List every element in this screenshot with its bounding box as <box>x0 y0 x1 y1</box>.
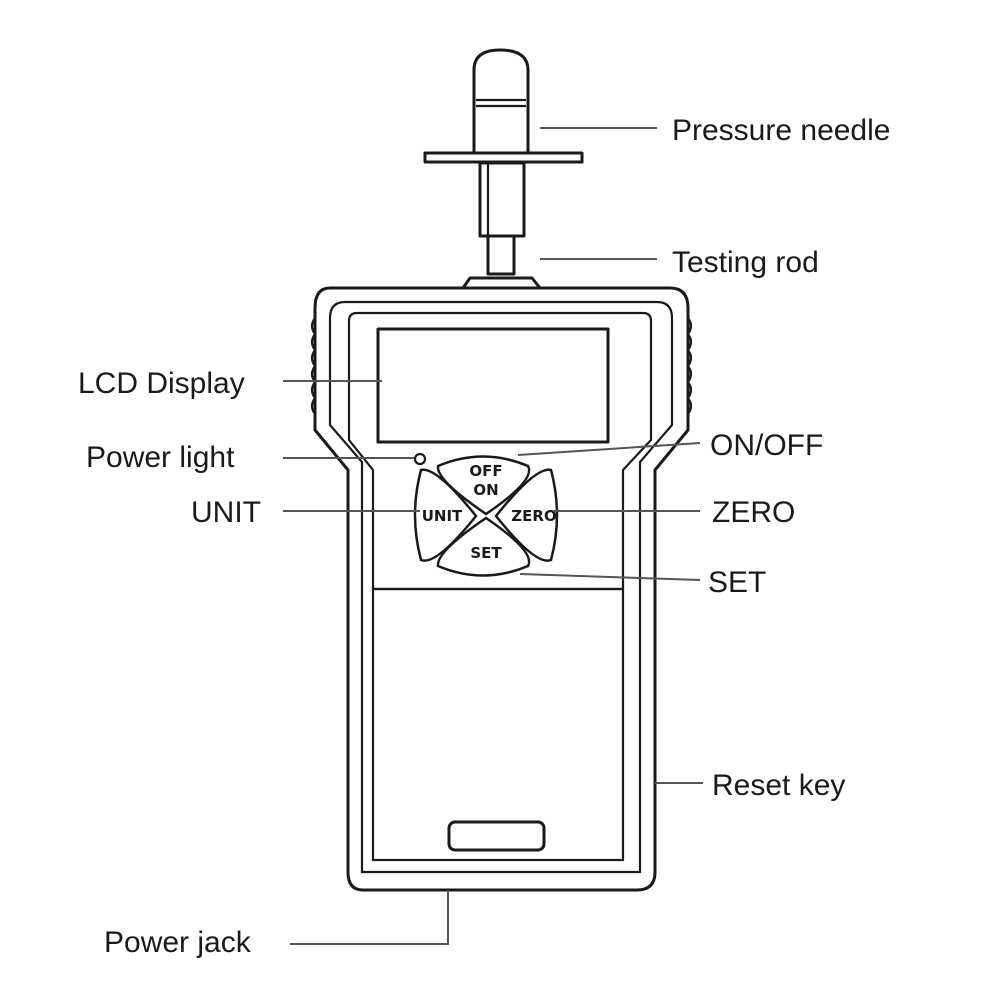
zero-button-text: ZERO <box>511 507 556 525</box>
reset-key[interactable] <box>447 820 546 852</box>
pressure-needle-part <box>423 48 584 238</box>
on-off-button-off-text: OFF <box>469 462 502 480</box>
label-lcd-display: LCD Display <box>78 367 245 400</box>
testing-rod-part <box>461 234 542 289</box>
label-zero: ZERO <box>712 496 795 529</box>
label-pressure-needle: Pressure needle <box>672 114 890 147</box>
label-testing-rod: Testing rod <box>672 246 819 279</box>
set-button-text: SET <box>470 544 502 562</box>
label-on-off: ON/OFF <box>710 429 823 462</box>
label-power-jack: Power jack <box>104 926 252 959</box>
device-body <box>310 286 693 892</box>
on-off-button[interactable]: OFF ON <box>436 455 531 516</box>
unit-button-text: UNIT <box>422 507 463 525</box>
set-button[interactable]: SET <box>436 516 531 577</box>
label-reset-key: Reset key <box>712 769 845 802</box>
on-off-button-on-text: ON <box>473 481 498 499</box>
power-light-indicator <box>413 452 427 466</box>
leader-lines <box>283 127 703 945</box>
label-set: SET <box>708 566 766 599</box>
label-unit: UNIT <box>191 496 261 529</box>
lcd-display <box>376 327 610 444</box>
label-power-light: Power light <box>86 441 235 474</box>
unit-button[interactable]: UNIT <box>413 468 478 562</box>
